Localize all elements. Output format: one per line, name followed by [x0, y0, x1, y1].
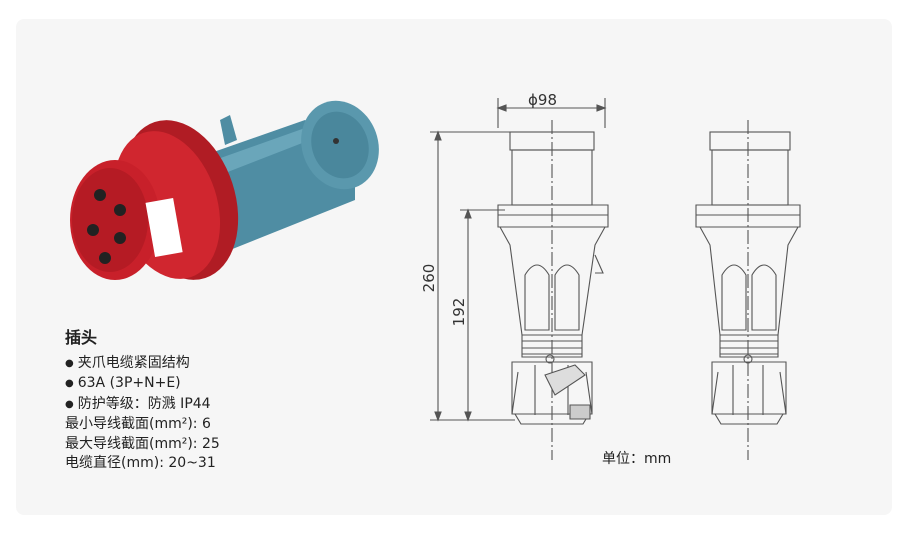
height-partial-label: 192	[450, 298, 468, 327]
unit-label: 单位：mm	[602, 451, 672, 467]
feature-protection: 防护等级：防溅 IP44	[65, 395, 220, 416]
product-title: 插头	[65, 328, 98, 347]
spec-list: 插头 夹爪电缆紧固结构 63A (3P+N+E) 防护等级：防溅 IP44 最小…	[65, 328, 220, 474]
feature-rating: 63A (3P+N+E)	[65, 374, 220, 395]
diameter-label: ϕ98	[528, 91, 557, 109]
dimension-drawing: ϕ98 260 192	[420, 91, 801, 460]
spec-cable-diameter: 电缆直径(mm): 20~31	[65, 455, 216, 471]
spec-max-section: 最大导线截面(mm²): 25	[65, 435, 220, 452]
spec-min-section: 最小导线截面(mm²): 6	[65, 416, 211, 432]
plug-photo	[70, 100, 379, 280]
height-total-label: 260	[420, 264, 438, 293]
feature-clamp: 夹爪电缆紧固结构	[65, 354, 220, 375]
